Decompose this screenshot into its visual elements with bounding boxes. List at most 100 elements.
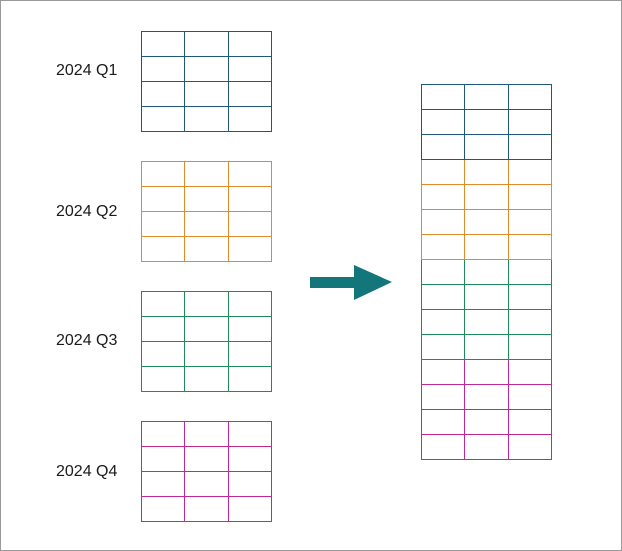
table-cell — [185, 107, 229, 132]
table-cell — [508, 310, 552, 335]
table-cell — [422, 310, 466, 335]
table-cell — [465, 85, 509, 110]
table-cell — [185, 187, 229, 212]
table-cell — [465, 260, 509, 285]
table-cell — [228, 162, 272, 187]
table-cell — [422, 335, 466, 360]
table-cell — [422, 85, 466, 110]
table-cell — [422, 385, 466, 410]
table-cell — [142, 367, 186, 392]
label-2024-q4: 2024 Q4 — [56, 463, 118, 480]
table-cell — [228, 57, 272, 82]
table-cell — [185, 447, 229, 472]
table-cell — [508, 210, 552, 235]
table-2024-q2 — [141, 161, 272, 262]
table-cell — [228, 212, 272, 237]
table-cell — [465, 135, 509, 160]
table-cell — [142, 32, 186, 57]
table-cell — [422, 260, 466, 285]
combined-segment-q4 — [421, 360, 552, 460]
table-cell — [228, 422, 272, 447]
table-cell — [508, 185, 552, 210]
table-cell — [422, 235, 466, 260]
table-cell — [508, 410, 552, 435]
table-cell — [185, 472, 229, 497]
table-cell — [228, 82, 272, 107]
table-cell — [228, 497, 272, 522]
combined-segment-q3 — [421, 260, 552, 360]
table-cell — [228, 342, 272, 367]
table-cell — [422, 185, 466, 210]
table-cell — [142, 162, 186, 187]
combined-table — [421, 84, 552, 460]
table-cell — [228, 317, 272, 342]
table-cell — [508, 135, 552, 160]
label-2024-q3: 2024 Q3 — [56, 332, 118, 349]
table-cell — [508, 160, 552, 185]
table-cell — [142, 212, 186, 237]
table-cell — [185, 162, 229, 187]
table-2024-q1 — [141, 31, 272, 132]
table-cell — [508, 385, 552, 410]
table-cell — [465, 310, 509, 335]
table-cell — [142, 57, 186, 82]
table-cell — [465, 360, 509, 385]
table-cell — [422, 435, 466, 460]
table-cell — [508, 285, 552, 310]
table-cell — [465, 235, 509, 260]
table-cell — [142, 497, 186, 522]
table-cell — [228, 187, 272, 212]
table-cell — [508, 360, 552, 385]
table-cell — [185, 237, 229, 262]
table-cell — [142, 422, 186, 447]
table-cell — [228, 237, 272, 262]
table-2024-q3 — [141, 291, 272, 392]
table-cell — [142, 187, 186, 212]
table-cell — [185, 82, 229, 107]
table-cell — [228, 447, 272, 472]
table-cell — [142, 107, 186, 132]
table-cell — [185, 317, 229, 342]
table-cell — [185, 57, 229, 82]
table-cell — [228, 32, 272, 57]
table-cell — [465, 210, 509, 235]
table-cell — [422, 135, 466, 160]
table-cell — [465, 110, 509, 135]
table-cell — [142, 292, 186, 317]
table-cell — [465, 185, 509, 210]
table-cell — [185, 212, 229, 237]
table-cell — [422, 410, 466, 435]
table-cell — [508, 85, 552, 110]
label-2024-q2: 2024 Q2 — [56, 203, 118, 220]
table-cell — [508, 110, 552, 135]
table-cell — [185, 497, 229, 522]
table-cell — [228, 472, 272, 497]
table-cell — [422, 160, 466, 185]
arrow-shape — [310, 265, 392, 300]
table-cell — [465, 160, 509, 185]
label-2024-q1: 2024 Q1 — [56, 62, 118, 79]
table-cell — [422, 285, 466, 310]
combined-segment-q2 — [421, 160, 552, 260]
table-cell — [142, 342, 186, 367]
table-cell — [508, 235, 552, 260]
table-cell — [228, 107, 272, 132]
table-cell — [465, 410, 509, 435]
table-cell — [185, 342, 229, 367]
table-cell — [422, 110, 466, 135]
table-cell — [508, 335, 552, 360]
table-cell — [142, 317, 186, 342]
table-cell — [422, 360, 466, 385]
table-cell — [142, 237, 186, 262]
table-cell — [185, 32, 229, 57]
arrow-right-icon — [310, 265, 392, 300]
table-cell — [142, 447, 186, 472]
table-cell — [142, 472, 186, 497]
table-cell — [508, 435, 552, 460]
table-cell — [508, 260, 552, 285]
table-cell — [465, 435, 509, 460]
table-2024-q4 — [141, 421, 272, 522]
table-cell — [228, 292, 272, 317]
table-cell — [185, 422, 229, 447]
